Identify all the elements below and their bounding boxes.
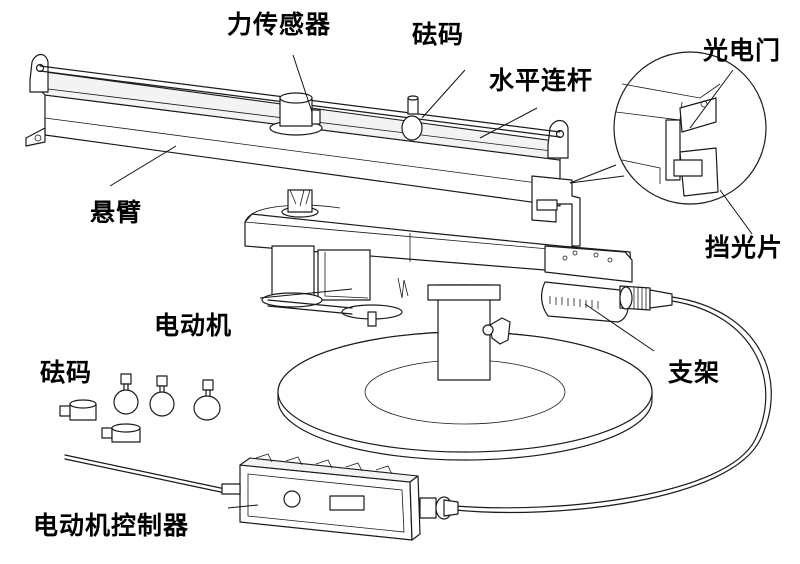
label-motor-controller: 电动机控制器 bbox=[33, 511, 190, 540]
label-bracket: 支架 bbox=[668, 358, 721, 387]
photogate-assembly bbox=[531, 175, 581, 247]
controller-cable bbox=[64, 454, 231, 495]
weight-piece bbox=[193, 379, 221, 421]
label-horizontal-rod: 水平连杆 bbox=[489, 66, 594, 95]
leader-lines bbox=[109, 54, 753, 509]
controller-display bbox=[329, 495, 365, 511]
bracket-sleeve bbox=[541, 281, 673, 323]
label-weights-loose: 砝码 bbox=[40, 358, 93, 387]
motor bbox=[261, 245, 409, 327]
spindle bbox=[281, 189, 319, 218]
weight-piece bbox=[101, 423, 141, 443]
label-motor: 电动机 bbox=[154, 311, 233, 340]
motor-controller bbox=[221, 453, 459, 541]
label-photogate: 光电门 bbox=[703, 36, 782, 65]
weight-piece bbox=[113, 373, 139, 415]
force-sensor bbox=[269, 92, 323, 136]
magnified-photogate-view bbox=[569, 51, 767, 205]
label-light-blocker: 挡光片 bbox=[705, 233, 784, 262]
rotating-arm-housing bbox=[244, 204, 633, 283]
controller-knob bbox=[283, 490, 301, 508]
weight-piece bbox=[59, 399, 97, 421]
support-column bbox=[427, 284, 511, 381]
label-cantilever: 悬臂 bbox=[90, 198, 143, 227]
label-force-sensor: 力传感器 bbox=[227, 10, 332, 39]
weight-piece bbox=[149, 375, 175, 417]
label-weight-top: 砝码 bbox=[412, 20, 465, 49]
loose-weights bbox=[59, 373, 221, 443]
sensor-cable bbox=[454, 296, 772, 514]
weight-on-rod bbox=[401, 95, 423, 141]
